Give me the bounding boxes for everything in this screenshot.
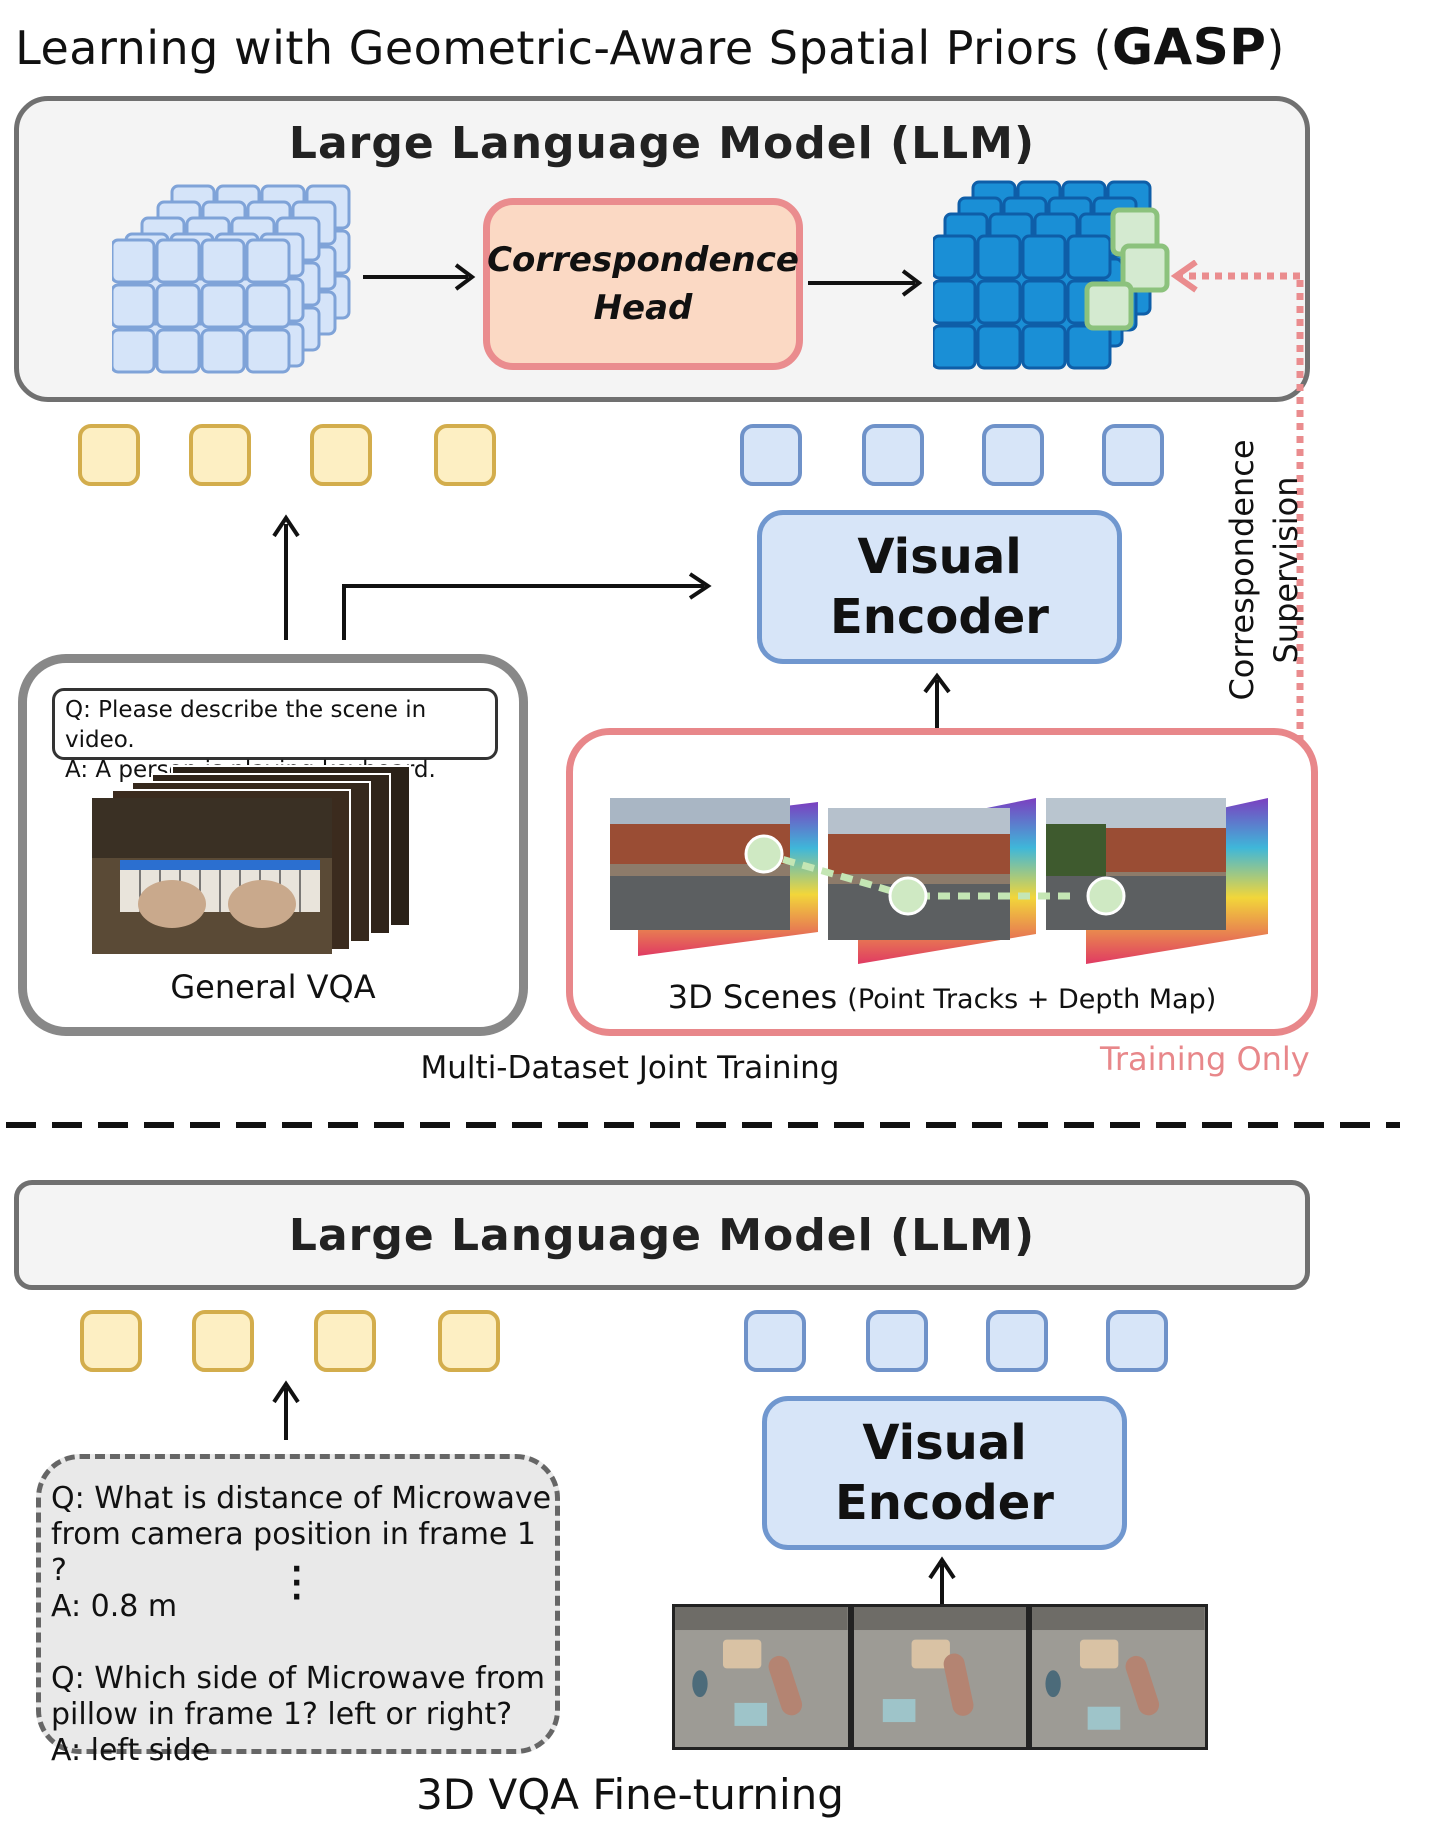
arrow-frames-to-encoder (928, 1556, 956, 1606)
qa-q2-line1: Q: Which side of Microwave from (51, 1661, 545, 1696)
general-vqa-label: General VQA (170, 968, 376, 1006)
visual-token (986, 1310, 1048, 1372)
visual-token (1102, 424, 1164, 486)
feature-cell (1021, 324, 1067, 370)
text-token (78, 424, 140, 486)
feature-cell (1066, 324, 1112, 370)
feature-cell (1021, 279, 1067, 325)
title-bold: GASP (1111, 18, 1267, 76)
encoder-line1: Visual (857, 529, 1022, 585)
feature-cell (933, 279, 977, 325)
visual-token (740, 424, 802, 486)
visual-token (862, 424, 924, 486)
scenes-label-sub: (Point Tracks + Depth Map) (847, 984, 1217, 1015)
feature-cell (200, 283, 246, 329)
room-frames (672, 1604, 1209, 1750)
encoder-line2: Encoder (830, 589, 1049, 645)
text-token (314, 1310, 376, 1372)
qa-a2: A: left side (51, 1733, 211, 1768)
text-token (434, 424, 496, 486)
encoder-line1: Visual (862, 1415, 1027, 1471)
vqa-qa-box: Q: Please describe the scene in video. A… (52, 688, 498, 783)
visual-token (744, 1310, 806, 1372)
feature-cell (200, 328, 246, 374)
feature-cell (976, 279, 1022, 325)
feature-cell (245, 238, 291, 284)
feature-cell (976, 324, 1022, 370)
feature-cell (1021, 234, 1067, 280)
arrow-to-output (808, 269, 923, 297)
scenes-label: 3D Scenes (Point Tracks + Depth Map) (566, 978, 1318, 1016)
feature-cell (200, 238, 246, 284)
top-llm-title: Large Language Model (LLM) (288, 118, 1036, 169)
feature-cell (112, 283, 156, 329)
video-frames (92, 765, 411, 954)
vqa-question: Q: Please describe the scene in video. (65, 697, 427, 753)
qa-ellipsis: ··· (291, 1552, 303, 1615)
corr-head-line2: Head (593, 288, 693, 328)
supervision-label: Correspondence Supervision (1220, 420, 1320, 720)
arrow-qa-to-llm (272, 1380, 300, 1440)
scene-1 (610, 798, 818, 956)
qa-q1-line2: from camera position in frame 1 ? (51, 1517, 536, 1588)
qa-q1-line1: Q: What is distance of Microwave (51, 1481, 552, 1516)
room-frame-1 (672, 1604, 851, 1750)
supervision-line2: Supervision (1267, 476, 1305, 664)
feature-cell (933, 234, 977, 280)
scene-frames (610, 798, 1268, 964)
finetune-label: 3D VQA Fine-turning (416, 1770, 844, 1819)
matched-cell (1120, 243, 1170, 293)
figure-title: Learning with Geometric-Aware Spatial Pr… (15, 18, 1285, 76)
corr-head-line1: Correspondence (487, 240, 799, 280)
keyboard-frame (92, 798, 332, 954)
visual-token (866, 1310, 928, 1372)
qa-spacer (51, 1625, 555, 1661)
joint-training-label: Multi-Dataset Joint Training (420, 1050, 840, 1086)
bottom-visual-encoder: Visual Encoder (762, 1396, 1127, 1550)
supervision-line1: Correspondence (1223, 439, 1261, 701)
feature-cell (245, 283, 291, 329)
feature-cell (976, 234, 1022, 280)
qa-a1: A: 0.8 m (51, 1589, 178, 1624)
bottom-llm-title: Large Language Model (LLM) (288, 1210, 1036, 1261)
correspondence-head: Correspondence Head (483, 198, 803, 370)
feature-cell (245, 328, 291, 374)
text-token (438, 1310, 500, 1372)
visual-token (1106, 1310, 1168, 1372)
scenes-label-main: 3D Scenes (667, 978, 838, 1016)
feature-cell (1066, 234, 1112, 280)
text-token (80, 1310, 142, 1372)
text-token (310, 424, 372, 486)
text-token (189, 424, 251, 486)
room-frame-3 (1029, 1604, 1209, 1750)
visual-token (982, 424, 1044, 486)
feature-cell (112, 328, 156, 374)
text-token (192, 1310, 254, 1372)
bottom-llm-box (14, 1180, 1310, 1290)
feature-cell (933, 324, 977, 370)
section-divider (6, 1122, 1400, 1128)
scene-3 (1046, 798, 1268, 964)
input-feature-grid (112, 184, 351, 374)
output-feature-grid (933, 180, 1170, 370)
3d-vqa-qa-panel: Q: What is distance of Microwave from ca… (36, 1454, 560, 1768)
top-visual-encoder: Visual Encoder (757, 510, 1122, 664)
matched-cell (1084, 281, 1134, 331)
scene-2 (828, 798, 1036, 964)
feature-cell (112, 238, 156, 284)
feature-cell (155, 283, 201, 329)
arrows-from-vqa (272, 514, 712, 640)
encoder-line2: Encoder (835, 1475, 1054, 1531)
feature-cell (155, 238, 201, 284)
feature-cell (155, 328, 201, 374)
room-frame-2 (850, 1604, 1030, 1750)
arrow-to-head (363, 263, 476, 291)
training-only-label: Training Only (1100, 1040, 1310, 1078)
qa-q2-line2: pillow in frame 1? left or right? (51, 1697, 513, 1732)
